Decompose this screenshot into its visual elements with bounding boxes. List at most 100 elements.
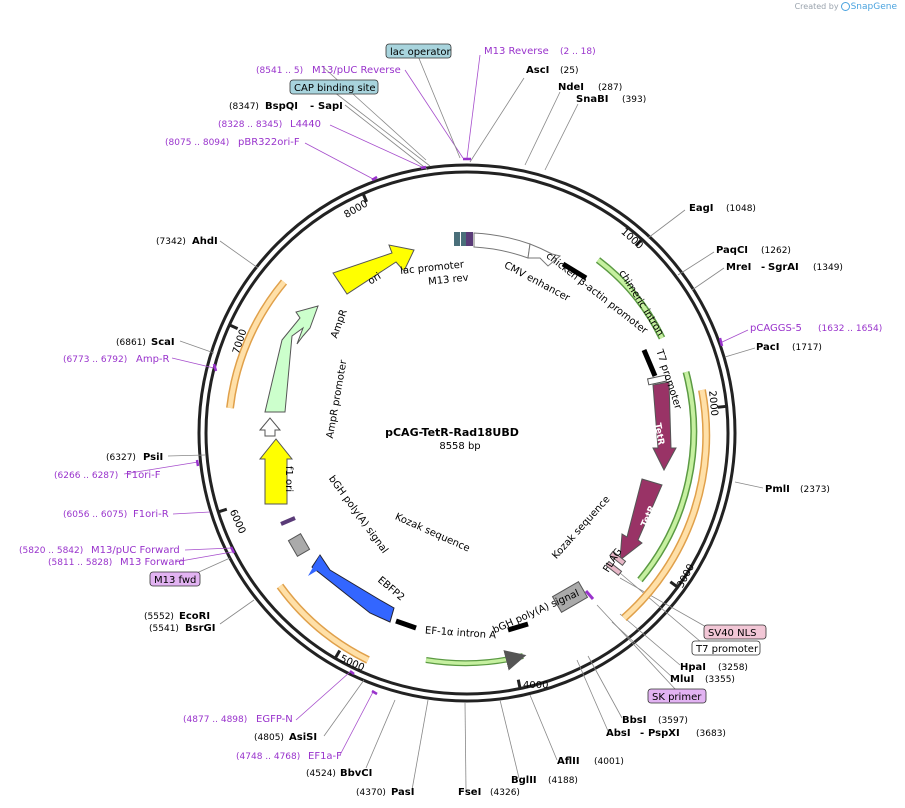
tick-mark — [634, 238, 643, 247]
svg-text:(4001): (4001) — [594, 757, 624, 767]
site-mreI: MreI — [726, 262, 751, 273]
site-ecoRI: EcoRI — [179, 611, 210, 622]
ori-arrow — [332, 244, 415, 295]
svg-text:(2373): (2373) — [800, 485, 830, 495]
tetr-arrow-2 — [619, 478, 663, 562]
tick-label-2000: 2000 — [706, 390, 719, 416]
site-psiI: PsiI — [143, 452, 163, 463]
site-pacI: PacI — [756, 342, 779, 353]
site-pmlI: PmlI — [765, 484, 790, 495]
box-cap-binding-site: CAP binding site — [294, 83, 376, 94]
backbone — [197, 163, 737, 703]
primer-m13puc-reverse: M13/pUC Reverse — [312, 65, 401, 76]
svg-text:PspXI: PspXI — [648, 728, 680, 739]
ampr-arrow — [264, 305, 319, 413]
tick-marks — [217, 193, 727, 689]
svg-text:(1717): (1717) — [792, 343, 822, 353]
svg-text:(2 .. 18): (2 .. 18) — [560, 47, 596, 57]
svg-text:(7342): (7342) — [156, 237, 186, 247]
ampr-promoter-arrow — [258, 417, 282, 437]
site-scaI: ScaI — [151, 337, 175, 348]
svg-text:SapI: SapI — [318, 101, 343, 112]
svg-text:(5552): (5552) — [144, 612, 174, 622]
tick-mark — [669, 580, 679, 589]
svg-text:(4877 .. 4898): (4877 .. 4898) — [183, 715, 247, 725]
site-ndeI: NdeI — [558, 82, 584, 93]
primer-amp-r: Amp-R — [136, 354, 170, 365]
svg-text:(1262): (1262) — [761, 246, 791, 256]
site-snaBI: SnaBI — [576, 94, 608, 105]
feature-label: Kozak sequence — [393, 512, 471, 555]
feature-label: TetR — [652, 422, 666, 446]
box-sv40-nls: SV40 NLS — [708, 628, 757, 639]
box-lac-operator: lac operator — [390, 47, 451, 58]
svg-text:(393): (393) — [622, 95, 646, 105]
svg-text:(25): (25) — [560, 66, 578, 76]
feature-label: AmpR promoter — [325, 358, 350, 439]
svg-text:(4524): (4524) — [306, 769, 336, 779]
svg-text:(8328 .. 8345): (8328 .. 8345) — [218, 120, 282, 130]
box-m13-fwd: M13 fwd — [154, 575, 196, 586]
svg-text:(8075 .. 8094): (8075 .. 8094) — [165, 138, 229, 148]
feature-label: bGH poly(A) signal — [491, 588, 581, 636]
svg-text:(1632 .. 1654): (1632 .. 1654) — [818, 324, 882, 334]
svg-text:(5541): (5541) — [149, 624, 179, 634]
site-leader-lines — [167, 65, 764, 791]
feature-label: EF-1α intron A — [425, 625, 497, 641]
svg-text:(6861): (6861) — [116, 338, 146, 348]
svg-text:(3683): (3683) — [696, 729, 726, 739]
svg-text:(8541 .. 5): (8541 .. 5) — [256, 66, 303, 76]
primer-pbr322ori-f: pBR322ori-F — [238, 137, 300, 148]
svg-text:(1048): (1048) — [726, 204, 756, 214]
box-sk-primer: SK primer — [652, 692, 702, 703]
chicken-actin-arrowhead — [527, 243, 562, 267]
site-bbvCI: BbvCI — [340, 768, 372, 779]
svg-text:-: - — [640, 728, 644, 739]
cap-site-block — [461, 232, 466, 246]
site-ahdI: AhdI — [192, 236, 218, 247]
tick-mark — [516, 679, 522, 689]
features — [258, 232, 677, 671]
credit-brand: SnapGene — [850, 2, 897, 12]
f1-ori-arrow — [258, 438, 294, 505]
svg-text:(4805): (4805) — [254, 733, 284, 743]
site-aflII: AflII — [557, 756, 580, 767]
svg-text:(287): (287) — [598, 83, 622, 93]
credit-prefix: Created by — [794, 2, 839, 11]
feature-label: EBFP2 — [375, 575, 406, 604]
tetr-arrow-1 — [652, 381, 677, 472]
primer-m13-reverse: M13 Reverse — [484, 46, 549, 57]
site-absI: AbsI — [606, 728, 631, 739]
svg-text:(3597): (3597) — [658, 716, 688, 726]
site-fseI: FseI — [458, 787, 481, 798]
feature-label: f1 ori — [283, 466, 294, 492]
svg-text:(6056 .. 6075): (6056 .. 6075) — [63, 510, 127, 520]
m13rev-block — [466, 232, 473, 246]
svg-text:(4188): (4188) — [548, 776, 578, 786]
site-ascI: AscI — [526, 65, 549, 76]
feature-label: bGH poly(A) signal — [326, 474, 390, 556]
svg-text:(6327): (6327) — [106, 453, 136, 463]
primer-leader-lines — [123, 54, 749, 756]
primer-pcaggs-5: pCAGGS-5 — [750, 323, 802, 334]
site-mluI: MluI — [670, 674, 694, 685]
tick-mark — [717, 404, 727, 409]
primer-marks — [195, 157, 724, 696]
primer-egfp-n: EGFP-N — [256, 714, 293, 725]
svg-text:(6773 .. 6792): (6773 .. 6792) — [63, 355, 127, 365]
tick-mark — [228, 323, 239, 331]
inner-arcs — [226, 257, 711, 664]
svg-text:(6266 .. 6287): (6266 .. 6287) — [54, 471, 118, 481]
site-hpaI: HpaI — [680, 662, 706, 673]
svg-text:(3258): (3258) — [718, 663, 748, 673]
site-bglII: BglII — [511, 775, 537, 786]
site-bspQI: BspQI — [265, 101, 298, 112]
svg-text:(5811 .. 5828): (5811 .. 5828) — [48, 558, 112, 568]
site-eagI: EagI — [689, 203, 713, 214]
primer-f1ori-r: F1ori-R — [133, 509, 169, 520]
svg-text:(5820 .. 5842): (5820 .. 5842) — [19, 546, 83, 556]
svg-text:SgrAI: SgrAI — [768, 262, 799, 273]
snapgene-credit: Created by SnapGene — [795, 2, 897, 12]
box-t7-promoter: T7 promoter — [695, 644, 759, 655]
